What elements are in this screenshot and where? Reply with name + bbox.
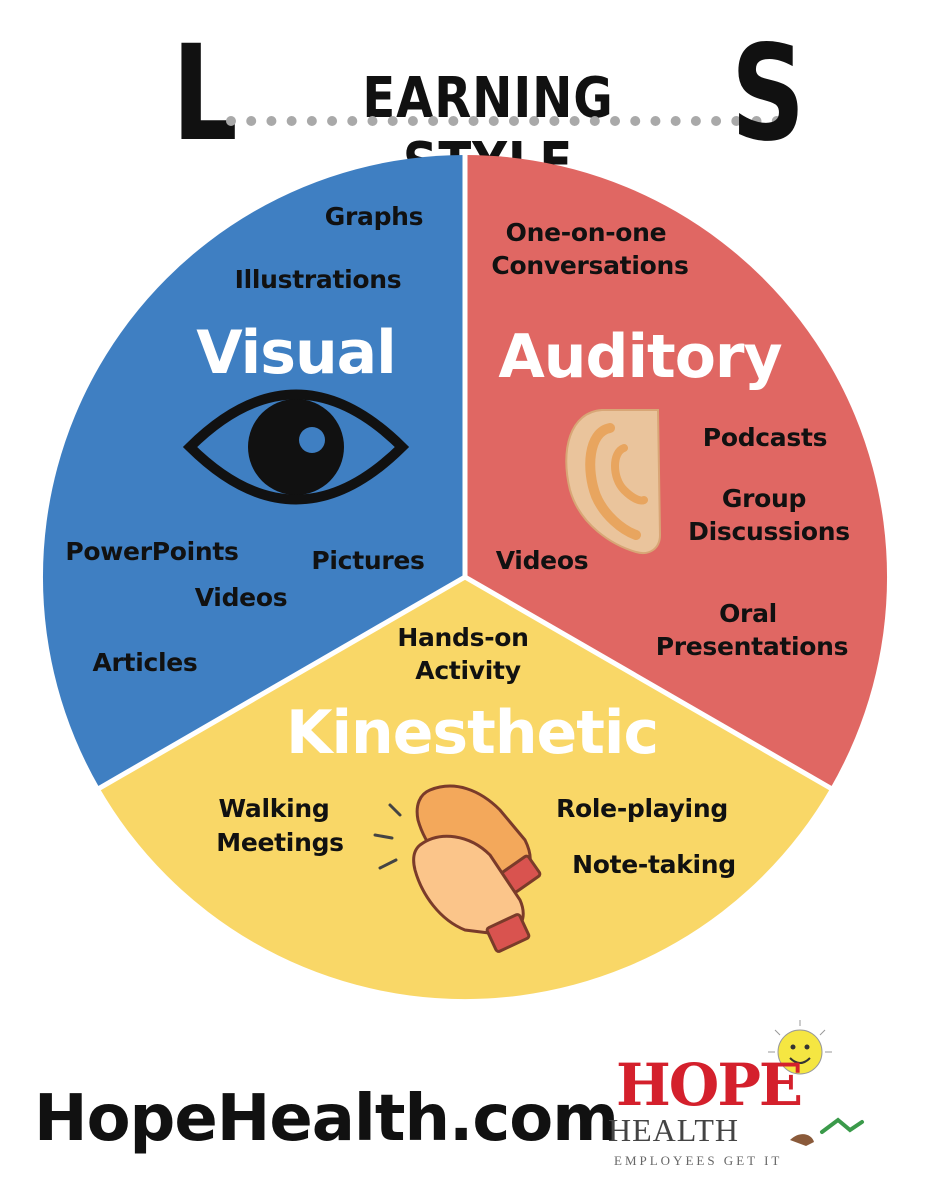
visual-item-videos: Videos (194, 583, 288, 612)
auditory-item-conversations: Conversations (491, 251, 689, 280)
visual-segment (42, 155, 466, 788)
auditory-item-presentations: Presentations (655, 632, 849, 661)
auditory-item-videos: Videos (495, 546, 589, 575)
title-last-letter: S (731, 17, 806, 171)
auditory-segment (465, 155, 888, 788)
visual-item-powerpoints: PowerPoints (65, 537, 239, 566)
kinesthetic-item-hands-on: Hands-on (397, 623, 529, 652)
visual-item-illustrations: Illustrations (234, 265, 402, 294)
logo-health-text: HEALTH (608, 1112, 740, 1148)
kinesthetic-item-note-taking: Note-taking (572, 850, 736, 879)
visual-item-articles: Articles (92, 648, 198, 677)
clapping-hands-icon (373, 784, 542, 953)
divider-line (96, 574, 467, 792)
logo-sun-graphic (768, 1020, 864, 1146)
logo-hope-text: HOPE (616, 1051, 803, 1119)
auditory-item-group: Group (721, 484, 807, 513)
auditory-item-one-on-one: One-on-one (505, 218, 667, 247)
auditory-item-oral: Oral (719, 599, 777, 628)
ear-icon (565, 409, 662, 554)
eye-icon (182, 389, 410, 505)
visual-heading: Visual (196, 318, 396, 388)
kinesthetic-item-activity: Activity (415, 656, 521, 685)
auditory-item-discussions: Discussions (688, 517, 850, 546)
kinesthetic-heading: Kinesthetic (285, 698, 659, 768)
visual-item-graphs: Graphs (324, 202, 424, 231)
visual-item-pictures: Pictures (311, 546, 425, 575)
auditory-item-podcasts: Podcasts (702, 423, 828, 452)
page-title: L EARNING STYLE S (168, 17, 818, 196)
title-first-letter: L (172, 17, 238, 171)
divider-line (463, 574, 834, 792)
kinesthetic-item-role-playing: Role-playing (556, 794, 728, 823)
auditory-heading: Auditory (498, 322, 782, 392)
logo-tagline: EMPLOYEES GET IT (614, 1153, 783, 1168)
title-dotted-rule (226, 116, 782, 126)
kinesthetic-item-walking: Walking (218, 794, 330, 823)
website-url: HopeHealth.com (34, 1082, 619, 1156)
kinesthetic-item-meetings: Meetings (216, 828, 344, 857)
hope-health-logo: HOPE HEALTH EMPLOYEES GET IT (600, 1012, 900, 1182)
